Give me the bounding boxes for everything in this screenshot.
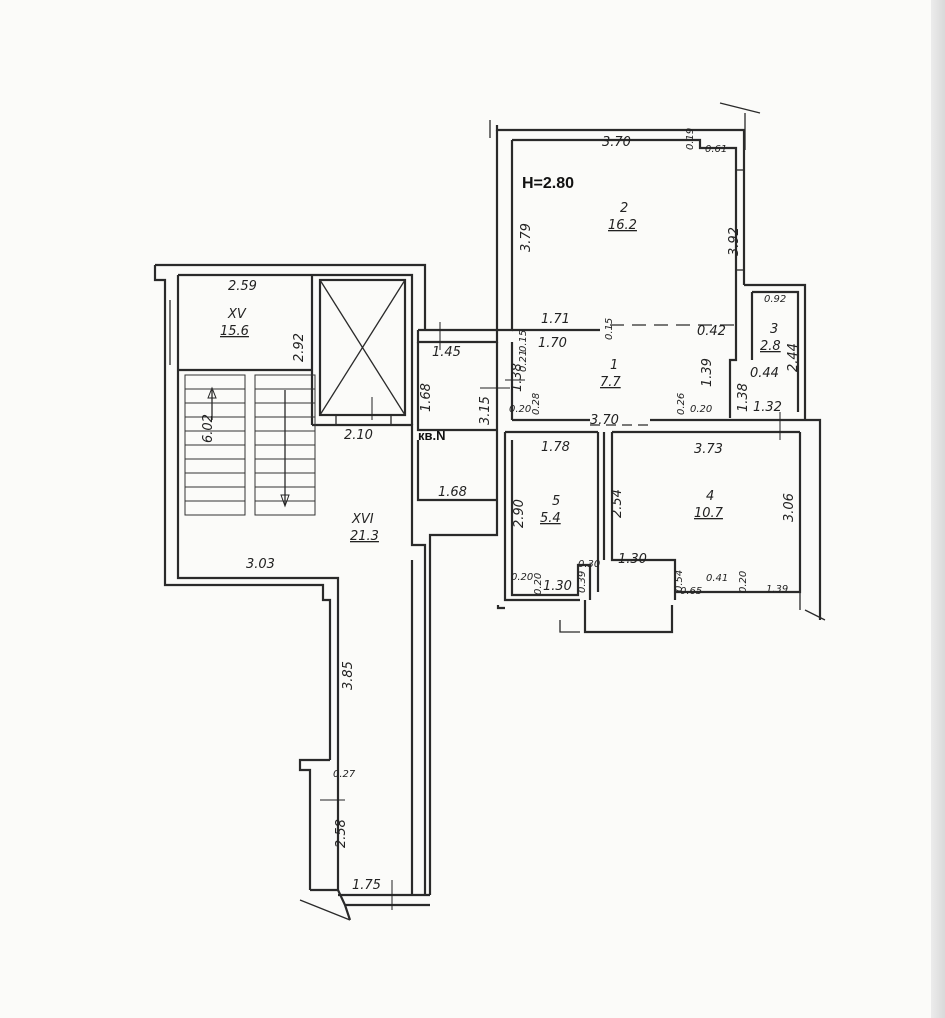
dim-0-39: 0.39 [577, 571, 588, 593]
room-xv-area: 15.6 [220, 324, 249, 339]
dim-1-39b: 1.39 [766, 584, 788, 595]
dim-0-30: 0.30 [578, 559, 600, 570]
dim-0-20b: 0.20 [509, 404, 531, 415]
arrow-up-icon [207, 386, 217, 399]
dim-2-58: 2.58 [334, 819, 349, 848]
dim-3-79: 3.79 [519, 223, 534, 252]
dim-0-20c: 0.20 [511, 572, 533, 583]
dim-room2-top: 3.70 [602, 135, 631, 150]
page-edge-shadow [931, 0, 945, 1018]
labels: H=2.80 кв.N 2 16.2 1 7.7 3 2.8 4 10.7 5 … [201, 128, 801, 893]
dim-0-44: 0.44 [750, 366, 779, 381]
room-xvi-area: 21.3 [350, 529, 379, 544]
dim-0-28: 0.28 [531, 393, 542, 415]
dim-1-75: 1.75 [352, 878, 381, 893]
room-3-number: 3 [770, 322, 778, 337]
dim-1-71: 1.71 [541, 312, 570, 327]
dim-1-32: 1.32 [753, 400, 782, 415]
stairs [184, 374, 316, 516]
dim-2-92: 2.92 [292, 333, 307, 362]
dim-3-06: 3.06 [782, 493, 797, 522]
room-2-area: 16.2 [608, 218, 637, 233]
walls [153, 102, 826, 921]
arrow-down-icon [280, 494, 290, 508]
dim-0-21: 0.21 [518, 350, 529, 372]
dim-0-61: 0.61 [705, 144, 727, 155]
dim-0-20a: 0.20 [690, 404, 712, 415]
dim-room1-bottom: 3.70 [590, 413, 619, 428]
dim-1-68b: 1.68 [438, 485, 467, 500]
dim-2-90: 2.90 [512, 499, 527, 528]
dim-1-38a: 1.38 [736, 383, 751, 412]
dim-0-20e: 0.20 [738, 571, 749, 593]
room-xvi-number: XVI [351, 512, 374, 527]
ceiling-height-label: H=2.80 [522, 175, 574, 192]
dim-1-30a: 1.30 [618, 552, 647, 567]
room-1-number: 1 [610, 358, 618, 373]
dim-1-68a: 1.68 [419, 383, 434, 412]
dim-1-70: 1.70 [538, 336, 567, 351]
dim-0-19: 0.19 [685, 128, 696, 150]
room-3-area: 2.8 [760, 339, 781, 354]
dim-0-92: 0.92 [764, 294, 786, 305]
dim-3-73: 3.73 [694, 442, 723, 457]
dim-2-59: 2.59 [228, 279, 257, 294]
room-5-area: 5.4 [540, 511, 561, 526]
dim-3-85: 3.85 [341, 661, 356, 690]
dim-2-44: 2.44 [786, 343, 801, 372]
dim-0-54: 0.54 [674, 570, 685, 592]
room-4-area: 10.7 [694, 506, 724, 521]
dim-1-38b: 1.38 [510, 363, 525, 392]
dim-3-15: 3.15 [478, 396, 493, 425]
room-5-number: 5 [552, 494, 560, 509]
dim-1-39a: 1.39 [700, 358, 715, 387]
dim-1-45: 1.45 [432, 345, 461, 360]
dimension-ticks [320, 322, 781, 910]
dim-0-42: 0.42 [697, 324, 726, 339]
dim-0-15b: 0.15 [518, 330, 529, 352]
room-1-area: 7.7 [600, 375, 621, 390]
dim-0-27: 0.27 [333, 769, 356, 780]
dim-0-65: 0.65 [680, 586, 702, 597]
dim-3-03: 3.03 [246, 557, 275, 572]
dim-6-02: 6.02 [201, 414, 216, 443]
room-xv-number: XV [227, 307, 247, 322]
dim-1-78: 1.78 [541, 440, 570, 455]
dim-0-15a: 0.15 [604, 318, 615, 340]
room-2-number: 2 [620, 201, 628, 216]
dim-0-26: 0.26 [676, 393, 687, 415]
room-4-number: 4 [706, 489, 714, 504]
dim-3-92: 3.92 [727, 227, 742, 256]
dim-2-54: 2.54 [610, 489, 625, 518]
dim-0-41: 0.41 [706, 573, 728, 584]
apartment-label: кв.N [418, 428, 446, 443]
dim-2-10: 2.10 [344, 428, 373, 443]
dim-0-20d: 0.20 [533, 573, 544, 595]
dim-1-30b: 1.30 [543, 579, 572, 594]
